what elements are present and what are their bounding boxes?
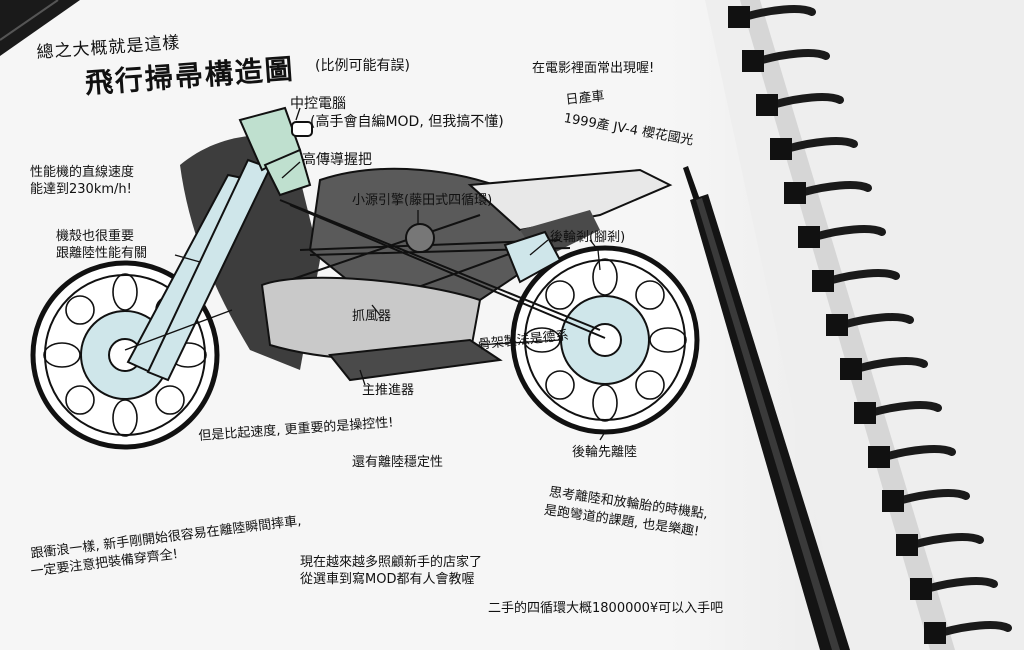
black-pen [683,166,850,650]
label-speed-2: 能達到230km/h! [30,182,132,197]
label-shell-1: 機殼也很重要 [56,229,135,244]
main-thruster [328,338,503,382]
label-wind-catcher: 抓風器 [352,309,392,324]
gauge [405,223,435,253]
rear-brake [503,230,562,284]
label-engine: 小源引擎(藤田式四循環) [352,193,493,208]
tail-section [467,168,673,232]
label-main-thruster: 主推進器 [362,383,415,398]
tablet-corner [0,0,80,56]
label-control-computer: 中控電腦 [290,96,346,112]
rear-wheel [510,245,700,435]
label-speed-1: 性能機的直線速度 [30,165,135,180]
scale-note: (比例可能有誤) [315,58,410,74]
label-rear-first: 後輪先離陸 [572,445,638,460]
label-shell-2: 跟離陸性能有關 [56,246,148,261]
label-handle: 高傳導握把 [302,152,372,168]
label-price: 二手的四循環大概1800000¥可以入手吧 [488,601,724,616]
label-movie: 在電影裡面常出現喔! [532,61,655,76]
label-control-note: (高手會自編MOD, 但我搞不懂) [310,114,504,130]
label-shop-2: 從選車到寫MOD都有人會教喔 [300,572,475,587]
label-stability: 還有離陸穩定性 [352,455,444,470]
spiral-ring-binding [705,0,1024,650]
label-rear-brake: 後輪剎(腳剎) [550,230,626,245]
label-shop-1: 現在越來越多照顧新手的店家了 [300,555,483,570]
